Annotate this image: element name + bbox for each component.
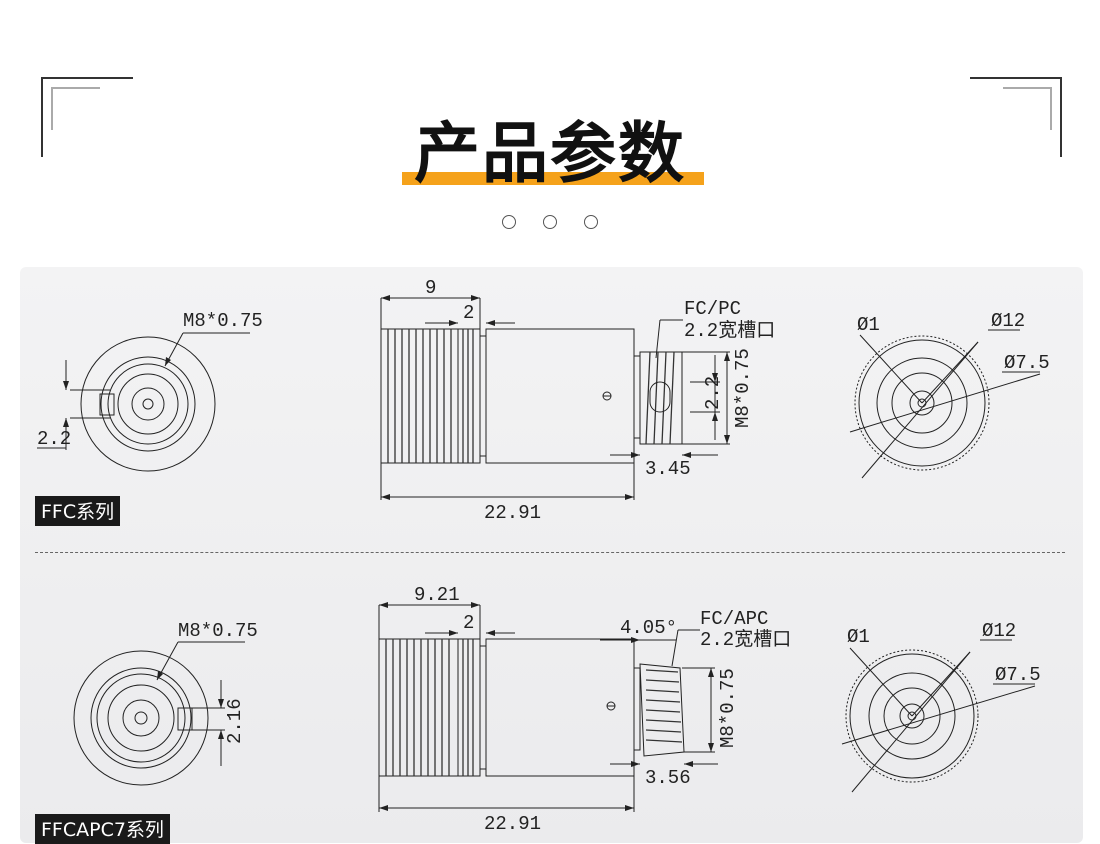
- decorative-dots: [0, 214, 1100, 233]
- series-tag-ffcapc7: FFCAPC7系列: [35, 814, 170, 844]
- series-tag-ffc: FFC系列: [35, 496, 121, 526]
- ffcapc7-thread-label: M8*0.75: [178, 620, 258, 642]
- ffc-thread-vertical: M8*0.75: [732, 348, 754, 428]
- ffcapc7-diameter-7-5: Ø7.5: [995, 664, 1041, 686]
- title-underline: [402, 172, 704, 185]
- ffc-diameter-1: Ø1: [857, 314, 880, 336]
- drawing-panel: [20, 267, 1083, 843]
- ffc-thread-label: M8*0.75: [183, 310, 263, 332]
- circle-icon: [501, 215, 516, 229]
- circle-icon: [543, 215, 557, 229]
- ffc-diameter-7-5: Ø7.5: [1004, 352, 1050, 374]
- ffcapc7-angle: 4.05°: [620, 617, 677, 639]
- ffc-side-view: 9 2 22.91 3.45 2.2: [380, 277, 775, 524]
- ffc-slot-label: 2.2: [37, 428, 71, 450]
- ffc-end-view: Ø1 Ø12 Ø7.5: [849, 310, 1050, 479]
- ffcapc7-tip-length: 3.56: [645, 767, 691, 789]
- ffcapc7-end-view: Ø1 Ø12 Ø7.5: [841, 620, 1041, 793]
- ffc-slot-desc: 2.2宽槽口: [684, 319, 775, 342]
- ffcapc7-slot-desc: 2.2宽槽口: [700, 628, 791, 651]
- ffcapc7-side-view: 9.21 2 22.91 3.56 4.05° M8*0.7: [378, 584, 791, 835]
- ffc-tip-length: 3.45: [645, 458, 691, 480]
- ffc-length-a: 9: [425, 277, 436, 299]
- ffcapc7-diameter-12: Ø12: [982, 620, 1016, 642]
- ffc-diameter-12: Ø12: [991, 310, 1025, 332]
- ffcapc7-front-view: 2.16 M8*0.75: [73, 620, 258, 786]
- ffcapc7-length-b: 2: [463, 612, 474, 634]
- ffc-slot-vertical: 2.2: [702, 376, 724, 410]
- section-divider: [35, 552, 1065, 553]
- ffc-front-view: M8*0.75 2.2: [37, 310, 263, 472]
- ffc-connector-type: FC/PC: [684, 298, 741, 320]
- circle-icon: [584, 215, 599, 229]
- page-title: 产品参数: [414, 115, 686, 192]
- ffcapc7-connector-type: FC/APC: [700, 608, 768, 630]
- ffc-total-length: 22.91: [484, 502, 541, 524]
- ffcapc7-total-length: 22.91: [484, 813, 541, 835]
- ffcapc7-length-a: 9.21: [414, 584, 460, 606]
- ffcapc7-diameter-1: Ø1: [847, 626, 870, 648]
- ffcapc7-slot-label: 2.16: [224, 698, 246, 744]
- ffcapc7-thread-vertical: M8*0.75: [717, 668, 739, 748]
- ffc-length-b: 2: [463, 302, 474, 324]
